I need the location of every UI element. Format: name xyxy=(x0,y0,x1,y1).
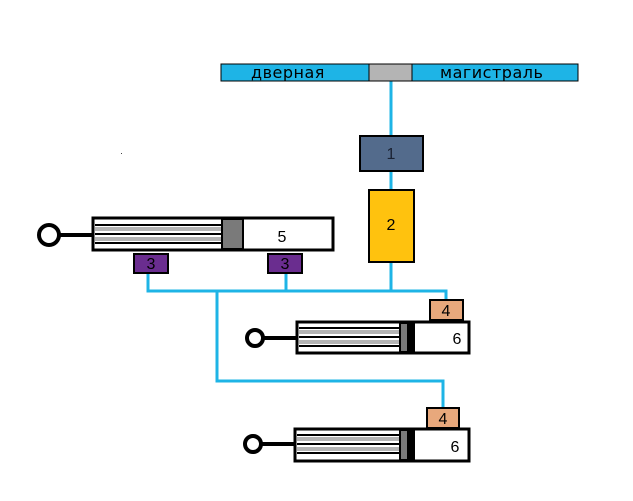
block-2: 2 xyxy=(368,189,415,263)
block-1-label: 1 xyxy=(387,146,396,163)
cylinder-6-lower: 6 xyxy=(243,427,471,463)
cylinder-5: 5 xyxy=(37,216,335,252)
block-1-body xyxy=(359,135,424,172)
cylinder-6-lower-label: 6 xyxy=(451,439,460,456)
block-4-upper-body xyxy=(429,299,464,321)
block-4-upper: 4 xyxy=(429,299,464,321)
pipe-to-lower-cylinder xyxy=(215,291,445,408)
main-line-right-label: магистраль xyxy=(440,63,543,82)
main-line-coupler xyxy=(368,63,413,82)
stray-dot xyxy=(121,153,122,154)
block-2-body xyxy=(368,189,415,263)
cylinder-6-upper-rod-eye xyxy=(245,328,265,348)
block-3-right: 3 xyxy=(267,253,303,274)
main-line-left-label: дверная xyxy=(251,63,325,82)
block-3-right-label: 3 xyxy=(281,256,290,273)
block-4-lower: 4 xyxy=(426,407,460,429)
block-3-left: 3 xyxy=(133,253,169,274)
cylinder-6-upper-label: 6 xyxy=(453,331,462,348)
block-4-upper-label: 4 xyxy=(442,303,451,320)
cylinder-6-lower-rod-eye xyxy=(243,434,263,454)
cylinder-5-rod-lower xyxy=(95,237,222,241)
block-3-right-body xyxy=(267,253,303,274)
cylinder-6-upper-piston xyxy=(399,322,409,353)
main-line: дверная магистраль xyxy=(220,63,579,82)
cylinder-5-rod-upper xyxy=(95,227,222,231)
pipe-horizontal-upper xyxy=(146,273,448,300)
block-3-left-body xyxy=(133,253,169,274)
cylinder-5-rod-eye xyxy=(37,223,61,247)
cylinder-5-label: 5 xyxy=(278,229,287,246)
cylinder-6-lower-piston xyxy=(399,429,409,461)
block-4-lower-label: 4 xyxy=(439,411,448,428)
block-2-label: 2 xyxy=(387,217,396,234)
cylinder-6-upper: 6 xyxy=(245,320,471,355)
block-1: 1 xyxy=(359,135,424,172)
block-3-left-label: 3 xyxy=(147,256,156,273)
pipes xyxy=(146,80,448,408)
cylinder-5-piston xyxy=(221,218,244,250)
